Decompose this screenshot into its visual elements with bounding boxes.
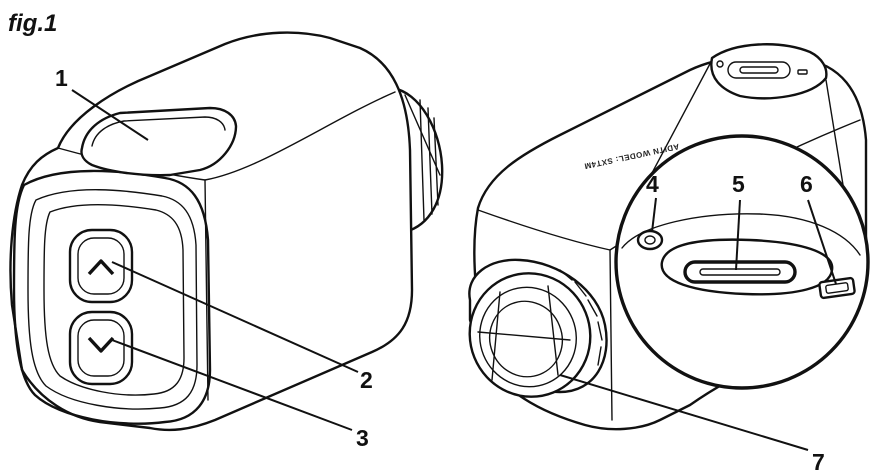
callout-4: 4: [646, 171, 659, 197]
led-indicator: [819, 278, 855, 299]
usb-c-port: [662, 240, 832, 295]
down-button[interactable]: [70, 312, 132, 384]
port-magnifier-top: [711, 44, 826, 98]
right-device: ADITN WODEL: SXT4M: [451, 44, 868, 429]
reset-hole: [638, 231, 662, 249]
callout-2: 2: [360, 367, 373, 393]
callout-3: 3: [356, 425, 369, 451]
callout-1: 1: [55, 65, 68, 91]
callout-7: 7: [812, 449, 825, 475]
callout-5: 5: [732, 171, 745, 197]
callout-6: 6: [800, 171, 813, 197]
